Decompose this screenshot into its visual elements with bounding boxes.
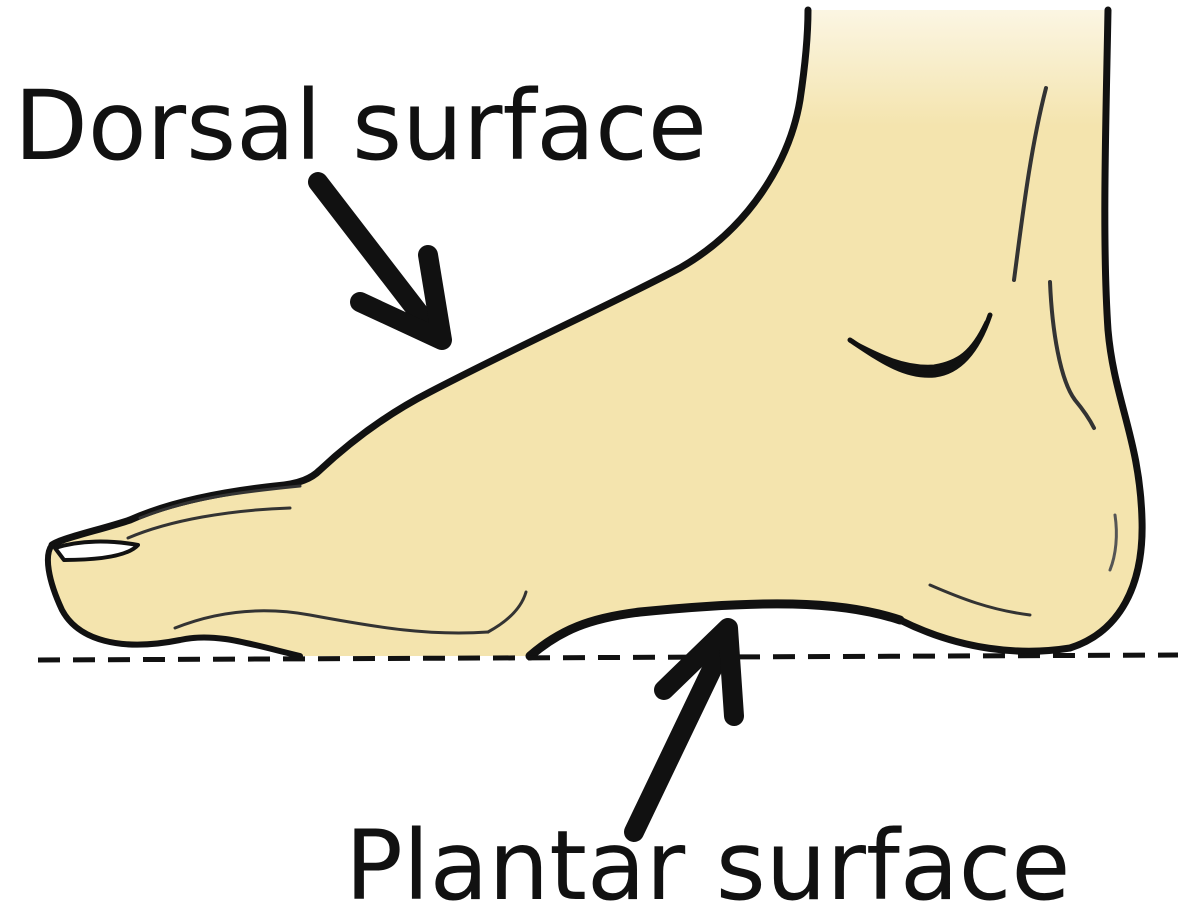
arrow-down-right-icon (318, 182, 442, 340)
dorsal-surface-label: Dorsal surface (14, 78, 707, 174)
ground-line (38, 655, 1178, 660)
plantar-surface-label: Plantar surface (345, 818, 1070, 914)
